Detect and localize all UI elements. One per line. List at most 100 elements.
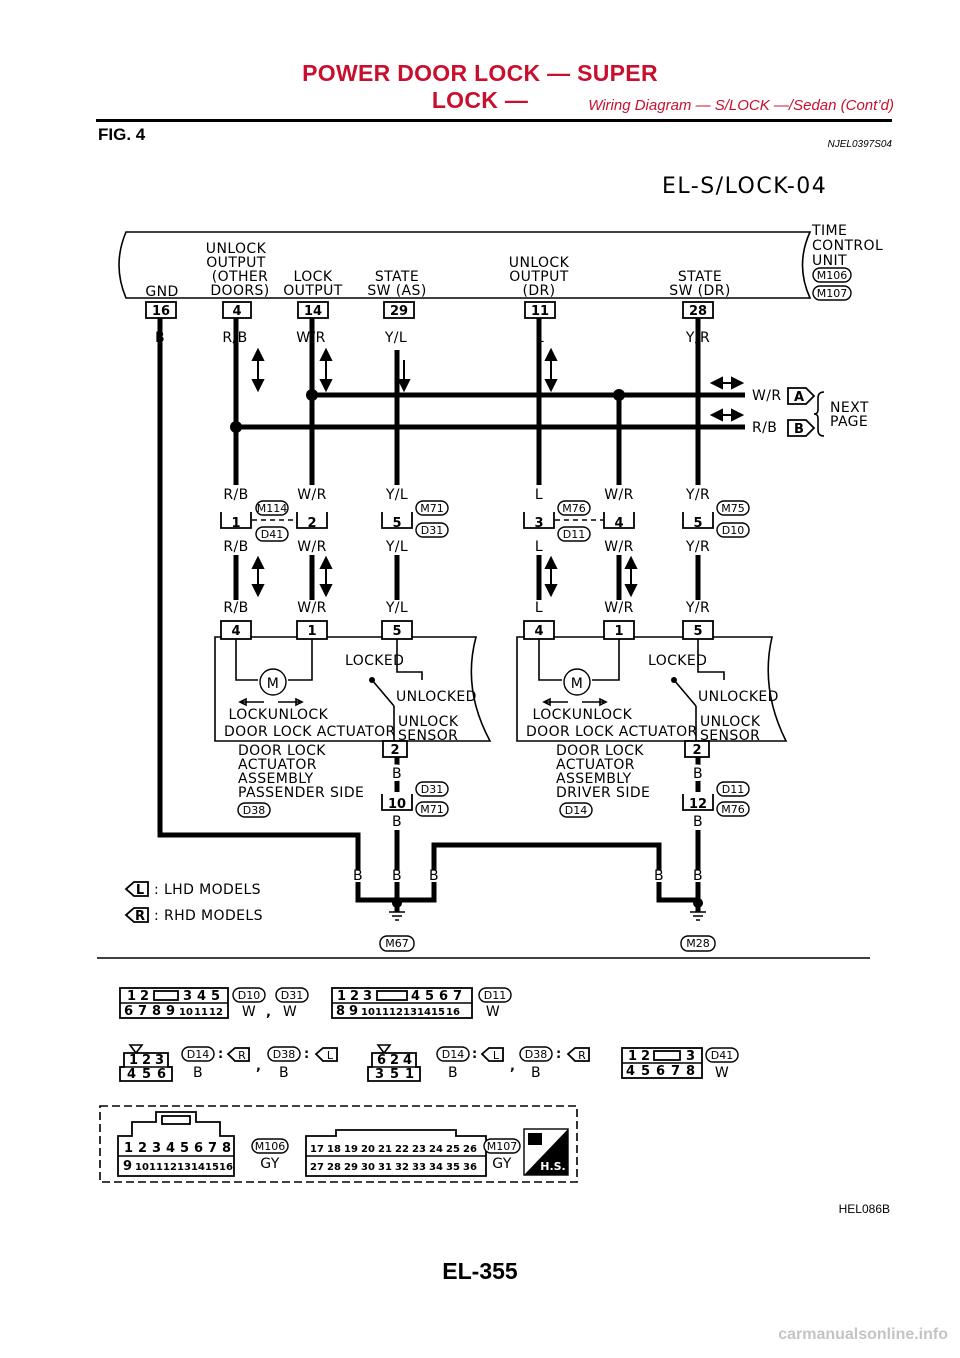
act1-sensor-2: SENSOR	[398, 728, 458, 744]
cv1-id-d31: D31	[281, 989, 303, 1002]
gnd-wire-3: B	[429, 868, 439, 884]
act2-gnd-pin: 2	[692, 743, 701, 758]
mid-connector-row: R/B W/R Y/L L W/R Y/R 1 2 5 3 4 5 M114 D…	[220, 487, 750, 555]
mid-color-l-2: L	[535, 539, 543, 555]
mid-color-rb-2: R/B	[223, 539, 248, 555]
cv1-b3: 8	[152, 1004, 161, 1019]
ground-m67: M67	[385, 937, 409, 950]
pin-28: 28	[689, 304, 707, 319]
pin-4: 4	[232, 304, 241, 319]
mid-id-m71: M71	[420, 502, 444, 515]
cv4-sym-l: L	[493, 1049, 500, 1062]
cv6-t3: 3	[152, 1141, 161, 1156]
mid-color-l: L	[535, 487, 543, 503]
mid-color-rb: R/B	[223, 487, 248, 503]
time-control-unit: TIME CONTROL UNIT M106 M107	[118, 223, 883, 301]
cv2-b7: 14	[417, 1007, 431, 1018]
cv5-b3: 6	[656, 1064, 665, 1079]
next-wire-rb: R/B	[752, 420, 777, 436]
cv4-color-b2: B	[531, 1065, 541, 1081]
cv7-b10: 36	[463, 1162, 477, 1173]
label-state-dr-1: STATE	[678, 269, 722, 285]
pin-14: 14	[304, 304, 322, 319]
cv7-color-gy: GY	[492, 1156, 512, 1172]
connector-m106: 1 2 3 4 5 6 7 8 9 10 11 12 13 14 15 16 M…	[117, 1111, 289, 1177]
act1-joint-pin: 10	[388, 797, 406, 812]
act1-assembly-1: DOOR LOCK	[238, 743, 326, 759]
cv7-b8: 34	[429, 1162, 443, 1173]
header-rule	[96, 119, 892, 122]
image-code: HEL086B	[838, 1202, 890, 1216]
actuator-passenger: R/B W/R Y/L 4 1 5 M LOCK UNLOCK DOOR LOC…	[214, 600, 492, 830]
cv7-t2: 18	[327, 1144, 341, 1155]
legend-symbol-l: L	[136, 883, 144, 898]
act1-color-3: Y/L	[385, 600, 408, 616]
cv6-b3: 11	[149, 1162, 163, 1173]
act2-color-3: Y/R	[685, 600, 710, 616]
mid-color-yl: Y/L	[385, 487, 408, 503]
act1-wire-b: B	[392, 766, 402, 782]
gnd-wire-4: B	[654, 868, 664, 884]
cv3-id-d38: D38	[273, 1048, 295, 1061]
pin-16: 16	[152, 304, 170, 319]
cv5-t1: 1	[628, 1049, 637, 1064]
cv1-t5: 5	[211, 989, 220, 1004]
act2-assembly-1: DOOR LOCK	[556, 743, 644, 759]
cv2-t5: 5	[425, 989, 434, 1004]
cv7-b5: 31	[378, 1162, 392, 1173]
act1-pin-5: 5	[392, 624, 401, 639]
act1-sensor-1: UNLOCK	[398, 714, 459, 730]
act2-unlock: UNLOCK	[572, 707, 633, 723]
act2-joint-m76: M76	[721, 803, 745, 816]
section-title: POWER DOOR LOCK — SUPER LOCK —	[302, 60, 658, 113]
cv6-t7: 7	[208, 1141, 217, 1156]
act2-sensor-2: SENSOR	[700, 728, 760, 744]
legend: L : LHD MODELS R : RHD MODELS	[124, 881, 263, 924]
hs-label: H.S.	[540, 1160, 566, 1173]
cv5-b2: 5	[641, 1064, 650, 1079]
label-state-dr-2: SW (DR)	[669, 283, 730, 299]
act2-motor: M	[571, 676, 583, 692]
mid-pin-2: 2	[307, 516, 316, 531]
mid-id-d11: D11	[563, 528, 585, 541]
act1-locked: LOCKED	[345, 653, 404, 669]
mid-color-wr: W/R	[297, 487, 327, 503]
cv2-b1: 8	[336, 1004, 345, 1019]
act2-wire-b: B	[693, 766, 703, 782]
cv7-id-m107: M107	[487, 1140, 518, 1153]
label-unlock-other-1: UNLOCK	[206, 241, 267, 257]
cv4-colon2: :	[556, 1047, 561, 1062]
cv5-b5: 8	[686, 1064, 695, 1079]
cv7-t10: 26	[463, 1144, 477, 1155]
hs-frame	[99, 1105, 578, 1183]
gnd-wire-5: B	[693, 868, 703, 884]
legend-text-r: : RHD MODELS	[154, 908, 263, 924]
cv3-color-b: B	[193, 1065, 203, 1081]
cv2-color-d11: W	[486, 1004, 500, 1020]
cv4-b3: 1	[405, 1067, 414, 1082]
next-page-refs: W/R R/B A B NEXT PAGE	[752, 387, 868, 437]
cv6-t6: 6	[194, 1141, 203, 1156]
act2-color-1: L	[535, 600, 543, 616]
act1-lock: LOCK	[229, 707, 268, 723]
signal-arrows	[251, 347, 745, 598]
page-number: EL-355	[442, 1258, 518, 1284]
cv6-color-gy: GY	[260, 1156, 280, 1172]
label-lock-output-1: LOCK	[294, 269, 333, 285]
mid-id-m76: M76	[562, 502, 586, 515]
mid-pin-1: 1	[231, 516, 240, 531]
mid-color-yr: Y/R	[685, 487, 710, 503]
cv5-t2: 2	[641, 1049, 650, 1064]
cv7-t6: 22	[395, 1144, 409, 1155]
unit-terminal-pins: 16 4 14 29 11 28	[145, 301, 714, 319]
ground-wiring: B B B B B M67 M28	[353, 830, 716, 952]
act1-motor: M	[267, 676, 279, 692]
cv4-t1: 6	[377, 1053, 386, 1068]
cv4-color-b: B	[448, 1065, 458, 1081]
cv3-color-b2: B	[279, 1065, 289, 1081]
label-state-as-2: SW (AS)	[367, 283, 426, 299]
connector-views: 1 2 3 4 5 6 7 8 9 10 11 12 D10 W , D31 W…	[99, 987, 739, 1183]
mid-color-wr-dr: W/R	[604, 487, 634, 503]
mid-id-d10: D10	[722, 524, 744, 537]
cv3-colon: :	[218, 1047, 223, 1062]
